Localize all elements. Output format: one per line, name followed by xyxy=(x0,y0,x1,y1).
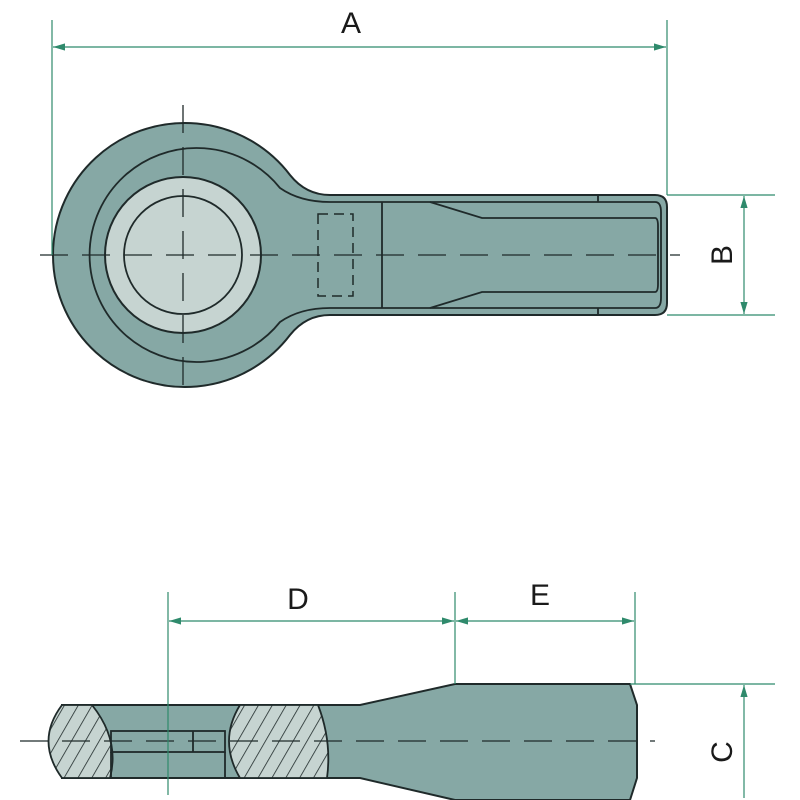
side-outline xyxy=(61,683,638,800)
thread-bore xyxy=(429,201,659,309)
label-c: C xyxy=(706,741,739,763)
dimension-e: E xyxy=(456,579,636,684)
dimension-c: C xyxy=(630,683,775,798)
dimension-b: B xyxy=(667,194,775,316)
dimension-a: A xyxy=(51,7,668,255)
label-d: D xyxy=(287,583,309,616)
top-view xyxy=(40,105,680,398)
label-b: B xyxy=(706,245,739,265)
dimension-d: D xyxy=(167,583,456,795)
label-a: A xyxy=(341,7,361,40)
inner-contour xyxy=(88,147,662,363)
label-e: E xyxy=(530,579,550,612)
side-view xyxy=(20,683,655,800)
